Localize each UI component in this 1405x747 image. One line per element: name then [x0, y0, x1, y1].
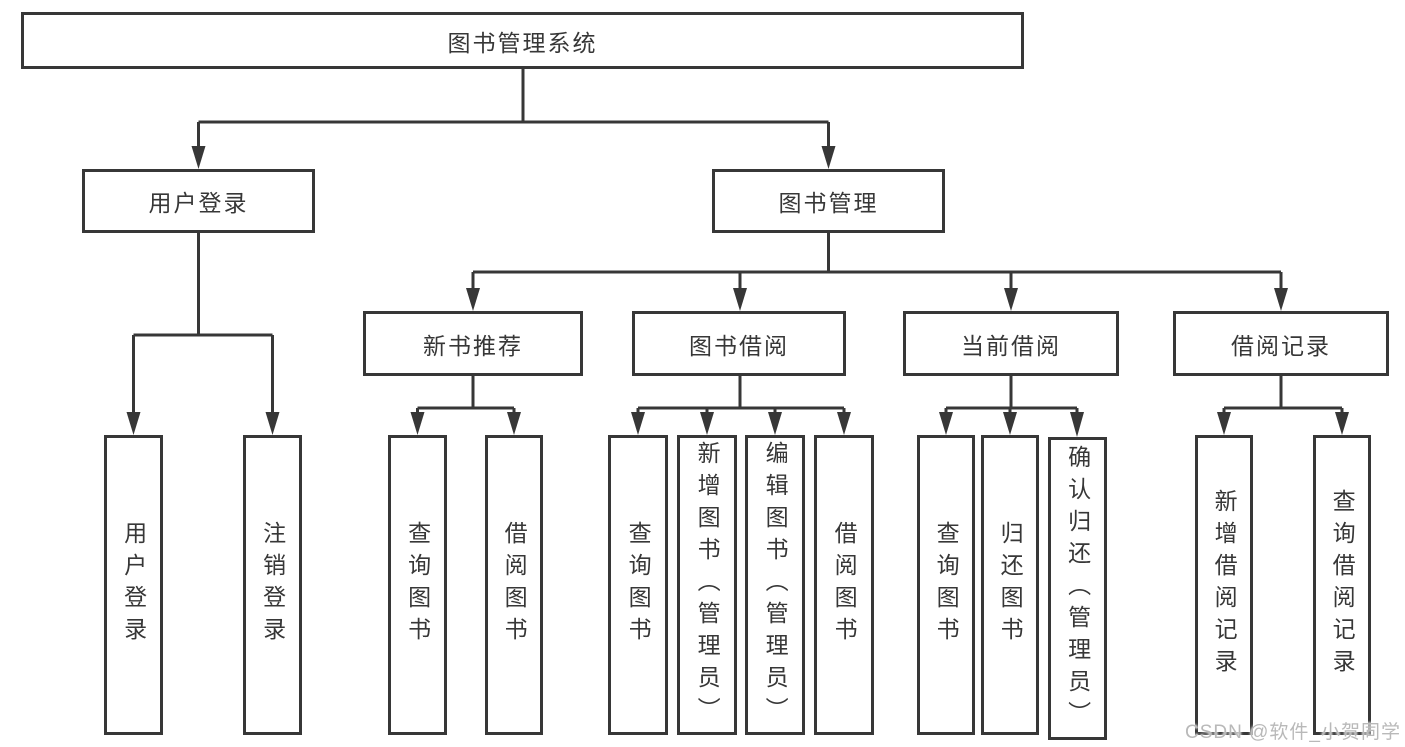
- node-query-books-1: 查询图书: [388, 435, 447, 735]
- node-add-borrow-record: 新增借阅记录: [1195, 435, 1253, 735]
- node-book-management: 图书管理: [712, 169, 945, 233]
- node-query-books-3: 查询图书: [917, 435, 975, 735]
- node-borrow-books-2: 借阅图书: [814, 435, 874, 735]
- node-return-books: 归还图书: [981, 435, 1039, 735]
- node-edit-books-admin: 编辑图书（管理员）: [745, 435, 805, 735]
- node-book-borrowing: 图书借阅: [632, 311, 846, 376]
- node-confirm-return-admin: 确认归还（管理员）: [1048, 437, 1107, 740]
- node-current-borrowing: 当前借阅: [903, 311, 1119, 376]
- node-user-login-leaf: 用户登录: [104, 435, 163, 735]
- node-query-borrow-record: 查询借阅记录: [1313, 435, 1371, 735]
- watermark-text: CSDN @软件_小贺同学: [1185, 722, 1401, 743]
- node-user-login: 用户登录: [82, 169, 315, 233]
- node-query-books-2: 查询图书: [608, 435, 668, 735]
- node-new-book-recommendation: 新书推荐: [363, 311, 583, 376]
- node-borrow-books-1: 借阅图书: [485, 435, 543, 735]
- node-add-books-admin: 新增图书（管理员）: [677, 435, 737, 735]
- node-borrowing-records: 借阅记录: [1173, 311, 1389, 376]
- node-library-management-system: 图书管理系统: [21, 12, 1024, 69]
- node-logout-leaf: 注销登录: [243, 435, 302, 735]
